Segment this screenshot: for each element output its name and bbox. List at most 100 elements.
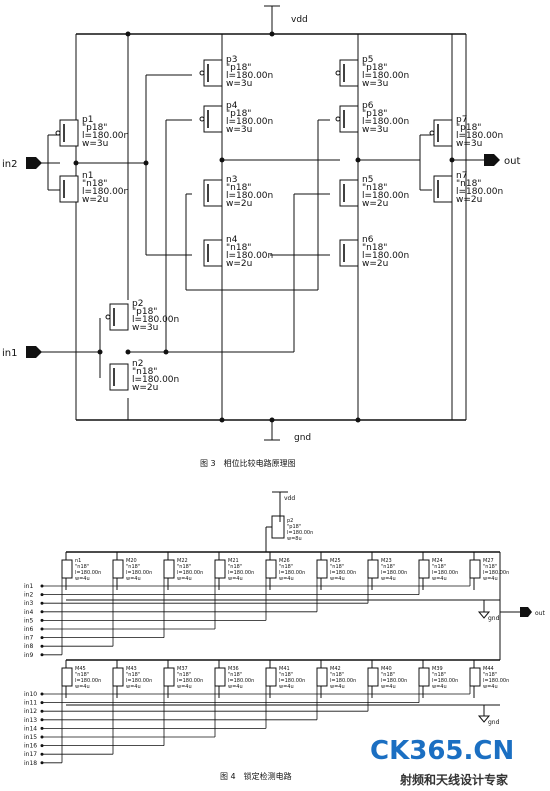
nmos-length: l=180.00n [483, 570, 509, 576]
transistor-name: n5 [362, 175, 373, 185]
input-in15: in15 [24, 682, 216, 741]
nmos-width: w=4u [381, 576, 396, 582]
watermark-subtitle: 射频和天线设计专家 [399, 772, 509, 787]
nmos-width: w=4u [75, 576, 90, 582]
input-in1: in1 [24, 574, 471, 590]
transistor-name: n2 [132, 359, 143, 369]
input-label: in10 [24, 691, 37, 698]
transistor-width: w=3u [226, 79, 252, 89]
nmos-model: "n18" [381, 672, 395, 678]
nmos-model: "n18" [75, 564, 89, 570]
nmos-width: w=4u [483, 576, 498, 582]
nmos-name: M26 [279, 558, 290, 564]
nmos-length: l=180.00n [381, 678, 407, 684]
input-label: in13 [24, 717, 37, 724]
transistor-width: w=3u [82, 139, 108, 149]
nmos-length: l=180.00n [126, 678, 152, 684]
transistor-length: l=180.00n [362, 251, 409, 261]
nmos-length: l=180.00n [432, 570, 458, 576]
nmos-name: M39 [432, 666, 443, 672]
transistor-model: "p18" [362, 63, 387, 73]
nmos-length: l=180.00n [126, 570, 152, 576]
transistor-length: l=180.00n [132, 375, 179, 385]
in1-port: in1 [2, 348, 17, 359]
transistor-length: l=180.00n [362, 191, 409, 201]
transistor-width: w=3u [456, 139, 482, 149]
input-label: in14 [24, 725, 37, 732]
nmos-name: M20 [126, 558, 137, 564]
transistor-width: w=2u [82, 195, 108, 205]
f4-gnd-2: gnd [488, 719, 500, 726]
input-in2: in2 [24, 574, 420, 599]
transistor-name: n3 [226, 175, 237, 185]
nmos-length: l=180.00n [177, 570, 203, 576]
nmos-width: w=4u [126, 576, 141, 582]
transistor-model: "n18" [226, 183, 251, 193]
nmos-model: "n18" [126, 564, 140, 570]
transistor-width: w=2u [362, 199, 388, 209]
transistor-length: l=180.00n [362, 71, 409, 81]
nmos-model: "n18" [381, 564, 395, 570]
nmos-model: "n18" [228, 672, 242, 678]
input-in3: in3 [24, 574, 369, 607]
nmos-length: l=180.00n [177, 678, 203, 684]
transistor-name: n7 [456, 171, 467, 181]
transistor-model: "p18" [362, 109, 387, 119]
input-label: in16 [24, 743, 37, 750]
input-in6: in6 [24, 574, 216, 633]
transistor-width: w=3u [362, 79, 388, 89]
input-label: in6 [24, 626, 33, 633]
transistor-model: "p18" [132, 307, 157, 317]
nmos-model: "n18" [279, 672, 293, 678]
transistor-width: w=2u [456, 195, 482, 205]
input-label: in18 [24, 760, 37, 767]
input-in5: in5 [24, 574, 267, 624]
input-in11: in11 [24, 682, 420, 707]
transistor-name: p3 [226, 55, 237, 65]
transistor-model: "p18" [456, 123, 481, 133]
nmos-width: w=4u [483, 684, 498, 690]
transistor-length: l=180.00n [226, 117, 273, 127]
nmos-length: l=180.00n [279, 570, 305, 576]
f4-vdd-label: vdd [284, 495, 295, 502]
vdd-label: vdd [291, 15, 308, 25]
figure3-caption: 图 3 相位比较电路原理图 [200, 458, 296, 468]
nmos-model: "n18" [432, 564, 446, 570]
nmos-length: l=180.00n [279, 678, 305, 684]
input-in8: in8 [24, 574, 114, 650]
phase-comparator-schematic: vdd gnd p1"p18"l=180.00nw=3un1"n18"l=180… [2, 5, 520, 468]
transistor-model: "p18" [226, 63, 251, 73]
input-in10: in10 [24, 682, 471, 698]
nmos-model: "n18" [330, 672, 344, 678]
nmos-name: M21 [228, 558, 239, 564]
transistor-length: l=180.00n [226, 71, 273, 81]
nmos-name: M40 [381, 666, 392, 672]
nmos-length: l=180.00n [483, 678, 509, 684]
nmos-width: w=4u [330, 576, 345, 582]
nmos-width: w=4u [279, 684, 294, 690]
nmos-model: "n18" [279, 564, 293, 570]
nmos-name: M22 [177, 558, 188, 564]
transistor-length: l=180.00n [82, 187, 129, 197]
nmos-model: "n18" [432, 672, 446, 678]
input-in14: in14 [24, 682, 267, 732]
transistor-width: w=3u [362, 125, 388, 135]
nmos-model: "n18" [177, 672, 191, 678]
transistor-width: w=2u [226, 199, 252, 209]
